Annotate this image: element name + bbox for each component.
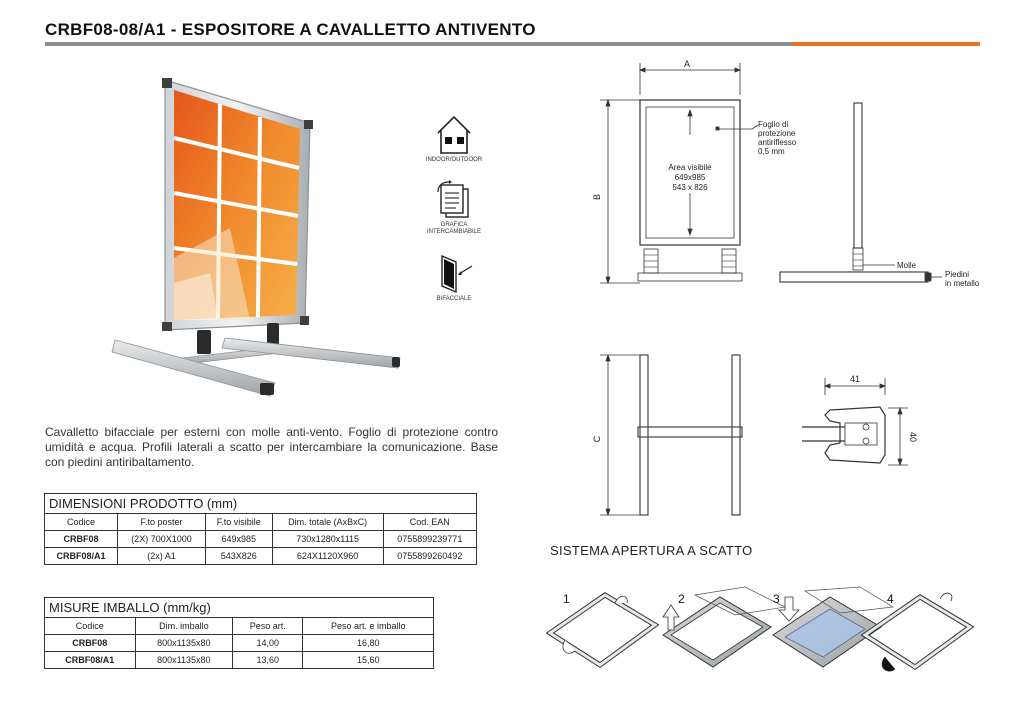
area-size-1: 649x985: [675, 173, 706, 182]
title-rule: [45, 42, 980, 46]
table-row: CRBF08/A1 800x1135x80 13,60 15,60: [44, 651, 434, 669]
dim-c-label: C: [592, 435, 602, 442]
foil-label: Foglio di: [758, 120, 788, 129]
table-title: MISURE IMBALLO (mm/kg): [44, 597, 434, 617]
table-cell: CRBF08/A1: [43, 547, 119, 565]
packaging-table: MISURE IMBALLO (mm/kg) Codice Dim. imbal…: [44, 597, 434, 669]
step-number: 3: [773, 592, 780, 606]
product-description: Cavalletto bifacciale per esterni con mo…: [45, 425, 498, 469]
dimensions-table: DIMENSIONI PRODOTTO (mm) Codice F.to pos…: [43, 493, 478, 565]
feet-label: Piedini: [945, 270, 969, 279]
table-cell: CRBF08: [43, 530, 119, 548]
technical-drawing: A B C Area visibile 649x985 543 x 826 Fo…: [592, 59, 980, 517]
feet-label: in metallo: [945, 279, 980, 288]
col-header: Codice: [43, 513, 119, 531]
step-1: 1: [545, 592, 660, 669]
feature-label: BIFACCIALE: [436, 296, 472, 302]
step-number: 2: [678, 592, 685, 606]
foil-label: protezione: [758, 129, 796, 138]
col-header: Peso art. e imballo: [302, 617, 434, 635]
page-title: CRBF08-08/A1 - ESPOSITORE A CAVALLETTO A…: [45, 20, 536, 39]
table-cell: 14,00: [232, 634, 304, 652]
feature-label: GRAFICA INTERCAMBIABILE: [426, 222, 481, 235]
documents-icon: [437, 180, 469, 218]
table-cell: 800x1135x80: [134, 651, 234, 669]
table-cell: 730x1280x1115: [271, 530, 384, 548]
double-side-icon: [441, 254, 473, 294]
table-cell: 13,60: [232, 651, 304, 669]
table-cell: 0755899260492: [382, 547, 478, 565]
table-cell: 624X1120X960: [271, 547, 384, 565]
system-title: SISTEMA APERTURA A SCATTO: [550, 543, 753, 558]
table-row: CRBF08 800x1135x80 14,00 16,80: [44, 634, 434, 652]
table-header-row: Codice Dim. imballo Peso art. Peso art. …: [44, 617, 434, 635]
table-cell: 543X826: [204, 547, 273, 565]
profile-height-label: 40: [908, 432, 918, 442]
col-header: Peso art.: [232, 617, 304, 635]
feature-double-side: BIFACCIALE: [414, 252, 494, 303]
table-cell: (2x) A1: [117, 547, 206, 565]
spring-label: Molle: [897, 261, 917, 270]
table-cell: CRBF08/A1: [44, 651, 136, 669]
snap-system-steps: 1 2 3 4: [545, 586, 975, 672]
step-number: 1: [563, 592, 570, 606]
house-icon: [437, 115, 471, 154]
step-2: 2: [662, 586, 787, 668]
dim-b-label: B: [592, 194, 602, 200]
table-title: DIMENSIONI PRODOTTO (mm): [44, 493, 477, 513]
profile-width-label: 41: [850, 374, 860, 384]
area-size-2: 543 x 826: [672, 183, 708, 192]
table-cell: (2X) 700X1000: [117, 530, 206, 548]
feature-label: INDOOR/OUTDOOR: [425, 157, 483, 163]
dim-a-label: A: [684, 59, 690, 69]
table-row: CRBF08 (2X) 700X1000 649x985 730x1280x11…: [43, 530, 478, 548]
col-header: Cod. EAN: [382, 513, 478, 531]
col-header: Codice: [44, 617, 136, 635]
col-header: Dim. imballo: [134, 617, 234, 635]
table-cell: 800x1135x80: [134, 634, 234, 652]
area-label: Area visibile: [668, 163, 712, 172]
step-4: 4: [860, 592, 975, 672]
feature-graphic: GRAFICA INTERCAMBIABILE: [414, 180, 494, 236]
table-cell: 15,60: [302, 651, 434, 669]
feature-indoor-outdoor: INDOOR/OUTDOOR: [414, 113, 494, 164]
table-row: CRBF08/A1 (2x) A1 543X826 624X1120X960 0…: [43, 547, 478, 565]
table-cell: 649x985: [204, 530, 273, 548]
foil-label: antiriflesso: [758, 138, 797, 147]
step-number: 4: [887, 592, 894, 606]
table-cell: CRBF08: [44, 634, 136, 652]
table-header-row: Codice F.to poster F.to visibile Dim. to…: [43, 513, 478, 531]
step-3: 3: [772, 586, 895, 668]
foil-label: 0,5 mm: [758, 147, 785, 156]
table-cell: 0755899239771: [382, 530, 478, 548]
col-header: F.to visibile: [204, 513, 273, 531]
col-header: F.to poster: [117, 513, 206, 531]
table-cell: 16,80: [302, 634, 434, 652]
col-header: Dim. totale (AxBxC): [271, 513, 384, 531]
product-photo: [111, 78, 401, 397]
